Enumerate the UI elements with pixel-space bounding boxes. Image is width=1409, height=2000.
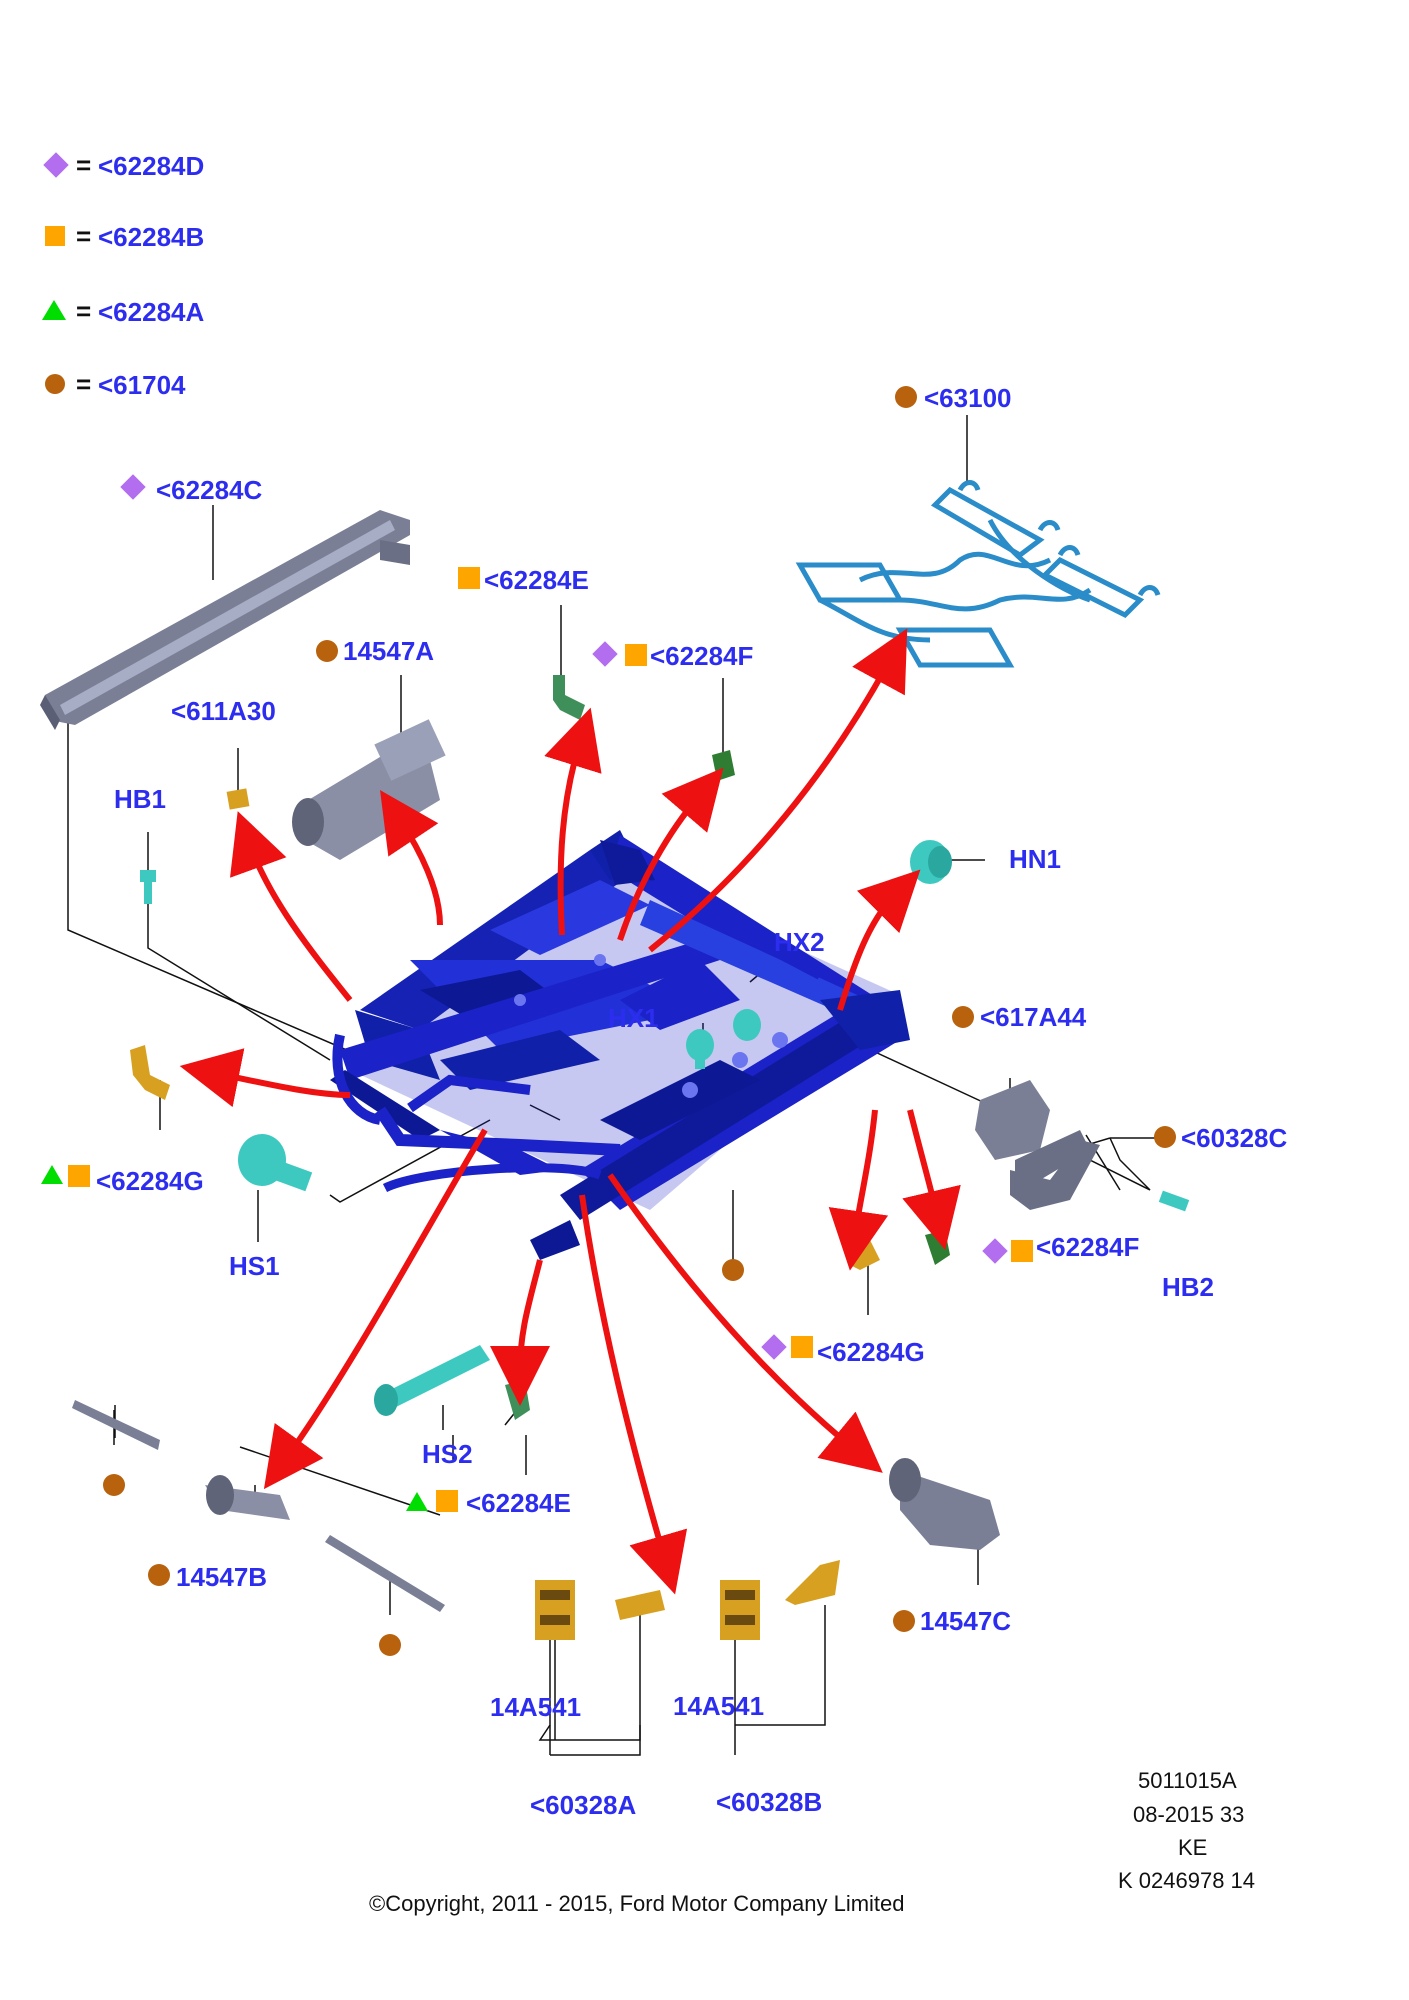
nut-HX1	[686, 1029, 714, 1069]
callout-HX1: HX1	[608, 1003, 659, 1033]
marker-square-62284E-top	[458, 567, 480, 589]
marker-circle-60328C	[1154, 1126, 1176, 1148]
legend-equals: =	[76, 369, 92, 399]
legend-code-diamond: <62284D	[98, 151, 205, 181]
callout-62284G-left: <62284G	[96, 1166, 204, 1196]
legend-square-icon	[45, 226, 65, 246]
marker-diamond-62284F-top	[592, 641, 618, 667]
callout-HS1: HS1	[229, 1251, 280, 1281]
marker-circle-frame	[722, 1259, 744, 1281]
legend-triangle-icon	[42, 300, 66, 320]
callout-617A44: <617A44	[980, 1002, 1087, 1032]
callout-14547A: 14547A	[343, 636, 435, 666]
callout-14547B: 14547B	[176, 1562, 268, 1592]
callout-63100: <63100	[924, 383, 1012, 413]
drawing-date: 08-2015 33	[1133, 1802, 1245, 1827]
callout-62284E-bottom: <62284E	[466, 1488, 571, 1518]
callout-60328A: <60328A	[530, 1790, 637, 1820]
drawing-reference: K 0246978 14	[1118, 1868, 1256, 1893]
marker-square-62284G-left	[68, 1165, 90, 1187]
bolt-HB2	[1158, 1190, 1190, 1212]
motor-14547C	[889, 1458, 1000, 1550]
marker-diamond-62284G-mid	[761, 1334, 787, 1360]
legend-equals: =	[76, 150, 92, 180]
bracket-60328B-part	[785, 1560, 840, 1605]
drawing-market: KE	[1178, 1835, 1208, 1860]
bolt-HB1	[140, 870, 156, 904]
bracket-60328A-part	[615, 1590, 665, 1620]
marker-square-62284F-top	[625, 644, 647, 666]
bracket-62284G-left	[130, 1045, 170, 1100]
marker-circle-14547B-left	[103, 1474, 125, 1496]
stud-HS2	[374, 1345, 490, 1416]
callout-HB2: HB2	[1162, 1272, 1215, 1302]
assembly-arrows	[179, 628, 961, 1595]
nut-HX2	[733, 1009, 761, 1041]
callout-HN1: HN1	[1009, 844, 1062, 874]
legend-code-circle: <61704	[98, 370, 186, 400]
legend-code-triangle: <62284A	[98, 297, 205, 327]
callout-14547C: 14547C	[920, 1606, 1012, 1636]
part-611A30	[226, 788, 250, 810]
callout-62284F-right: <62284F	[1036, 1232, 1140, 1262]
bracket-62284E-bottom	[505, 1380, 530, 1420]
marker-triangle-62284G-left	[41, 1165, 63, 1184]
callout-HS2: HS2	[422, 1439, 473, 1469]
bracket-62284F-right	[925, 1230, 950, 1265]
marker-circle-63100	[895, 386, 917, 408]
callout-HB1: HB1	[114, 784, 167, 814]
cushion-support-spring	[795, 480, 1161, 668]
marker-diamond-62284F-right	[982, 1238, 1008, 1264]
seat-frame	[330, 830, 910, 1260]
marker-triangle-62284E-bottom	[406, 1492, 428, 1511]
legend-circle-icon	[45, 374, 65, 394]
legend-code-square: <62284B	[98, 222, 205, 252]
copyright-notice: ©Copyright, 2011 - 2015, Ford Motor Comp…	[369, 1891, 905, 1916]
callout-62284C: <62284C	[156, 475, 263, 505]
actuator-617A44	[975, 1080, 1090, 1190]
marker-square-62284F-right	[1011, 1240, 1033, 1262]
marker-circle-14547A	[316, 640, 338, 662]
legend-equals: =	[76, 221, 92, 251]
marker-circle-617A44	[952, 1006, 974, 1028]
marker-circle-14547C	[893, 1610, 915, 1632]
callout-60328C: <60328C	[1181, 1123, 1288, 1153]
marker-square-62284G-mid	[791, 1336, 813, 1358]
callout-62284G-mid: <62284G	[817, 1337, 925, 1367]
marker-circle-14547B	[148, 1564, 170, 1586]
nut-HN1	[910, 840, 952, 884]
bracket-62284F-top	[712, 750, 735, 780]
callout-60328B: <60328B	[716, 1787, 823, 1817]
sensor-14A541-a	[535, 1580, 575, 1640]
marker-diamond-62284C	[120, 474, 146, 500]
motor-14547A	[292, 719, 446, 860]
callout-14A541-b: 14A541	[673, 1691, 765, 1721]
callout-611A30: <611A30	[171, 696, 276, 726]
rear-cover-rail	[40, 510, 410, 730]
callout-HX2: HX2	[774, 927, 825, 957]
sensor-14A541-b	[720, 1580, 760, 1640]
drawing-number: 5011015A	[1138, 1768, 1237, 1793]
legend-equals: =	[76, 296, 92, 326]
motor-14547B	[72, 1400, 445, 1612]
bracket-60328C	[1010, 1140, 1100, 1210]
stud-HS1	[238, 1134, 313, 1192]
callout-62284F-top: <62284F	[650, 641, 754, 671]
bracket-62284E-top	[553, 675, 585, 720]
callout-62284E-top: <62284E	[484, 565, 589, 595]
callout-14A541-a: 14A541	[490, 1692, 582, 1722]
marker-circle-14547B-right	[379, 1634, 401, 1656]
bracket-62284G-mid	[845, 1240, 880, 1270]
marker-square-62284E-bottom	[436, 1490, 458, 1512]
